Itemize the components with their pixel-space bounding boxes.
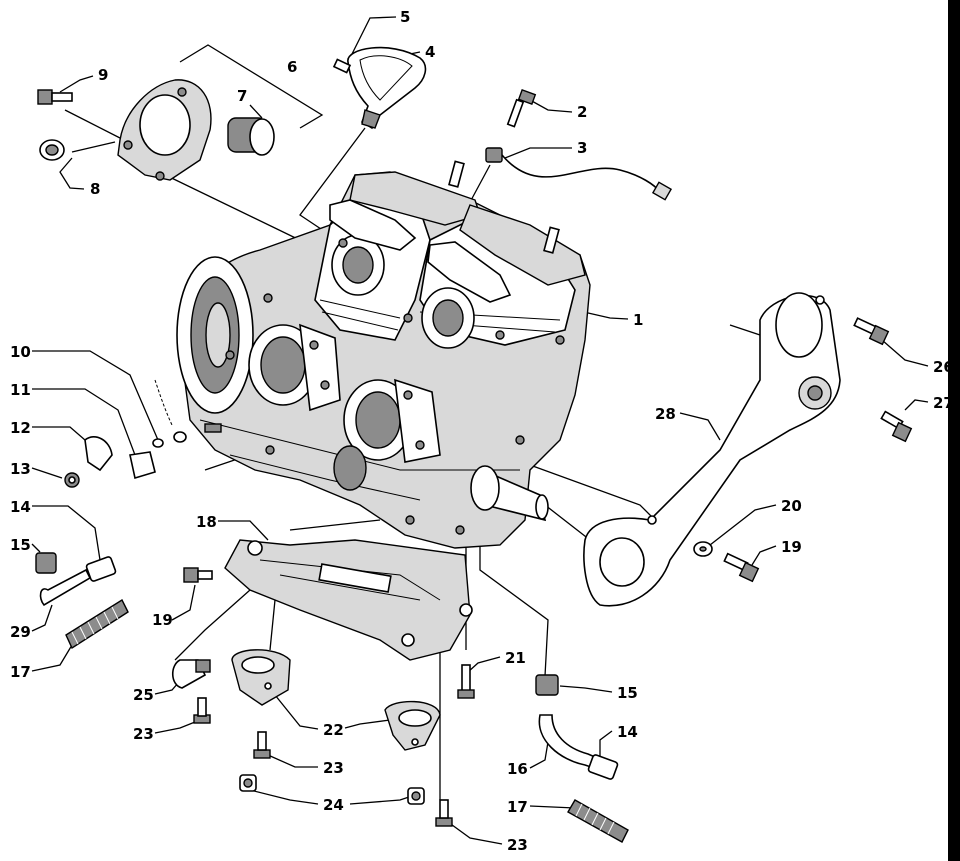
callout-c17b: 17 <box>507 798 528 816</box>
sensor-part-3 <box>485 147 673 201</box>
callout-c6: 6 <box>287 58 297 76</box>
pulley-part-7 <box>227 117 275 156</box>
cover-part-6 <box>117 79 212 181</box>
callout-c19b: 19 <box>781 538 802 556</box>
washer-part-20 <box>693 541 713 557</box>
callout-c14b: 14 <box>617 723 638 741</box>
small-hardware-left <box>64 379 222 488</box>
callout-c24: 24 <box>323 796 344 814</box>
bolt-part-9 <box>37 89 73 105</box>
bolt-part-19-right <box>723 552 760 583</box>
nuts-part-24 <box>239 774 425 805</box>
spring-part-17-left <box>65 598 129 650</box>
clip-part-5 <box>332 58 352 74</box>
callout-c23b: 23 <box>323 759 344 777</box>
engine-mount-part-22 <box>231 649 441 751</box>
callout-c5: 5 <box>400 8 410 26</box>
callout-c10: 10 <box>10 343 31 361</box>
callout-c18: 18 <box>196 513 217 531</box>
callout-c23a: 23 <box>133 725 154 743</box>
callout-c8: 8 <box>90 180 100 198</box>
mount-plate-part-18 <box>224 539 473 661</box>
callout-c19a: 19 <box>152 611 173 629</box>
cap-part-8 <box>39 139 65 161</box>
clamp-part-25 <box>171 659 211 689</box>
callout-c15b: 15 <box>617 684 638 702</box>
callout-c29: 29 <box>10 623 31 641</box>
hose-assembly-left <box>35 552 129 650</box>
bolt-part-19-left <box>183 567 213 583</box>
bolt-part-27 <box>880 410 913 443</box>
page-edge-bar <box>948 0 960 861</box>
engine-block <box>176 160 591 549</box>
callout-c28: 28 <box>655 405 676 423</box>
callout-c1: 1 <box>633 311 643 329</box>
stud-part-21 <box>457 664 475 699</box>
callout-c3: 3 <box>577 139 587 157</box>
callout-c23c: 23 <box>507 836 528 854</box>
callout-c4: 4 <box>425 43 435 61</box>
handle-part-4 <box>347 46 427 130</box>
callout-c12: 12 <box>10 419 31 437</box>
callout-c22: 22 <box>323 721 344 739</box>
spring-part-17-right <box>567 799 629 843</box>
callout-c20: 20 <box>781 497 802 515</box>
callout-c7: 7 <box>237 87 247 105</box>
callout-c2: 2 <box>577 103 587 121</box>
hose-assembly-right <box>535 674 629 843</box>
callout-c16: 16 <box>507 760 528 778</box>
callout-c9: 9 <box>98 66 108 84</box>
callout-c13: 13 <box>10 460 31 478</box>
callout-c11: 11 <box>10 381 31 399</box>
callout-c17a: 17 <box>10 663 31 681</box>
bolt-part-26 <box>853 317 890 346</box>
callout-c21: 21 <box>505 649 526 667</box>
bolts-part-23 <box>193 697 453 827</box>
callout-c14a: 14 <box>10 498 31 516</box>
callout-c25: 25 <box>133 686 154 704</box>
bracket-part-28 <box>583 292 841 607</box>
callout-c15a: 15 <box>10 536 31 554</box>
bolt-part-2 <box>506 89 537 128</box>
